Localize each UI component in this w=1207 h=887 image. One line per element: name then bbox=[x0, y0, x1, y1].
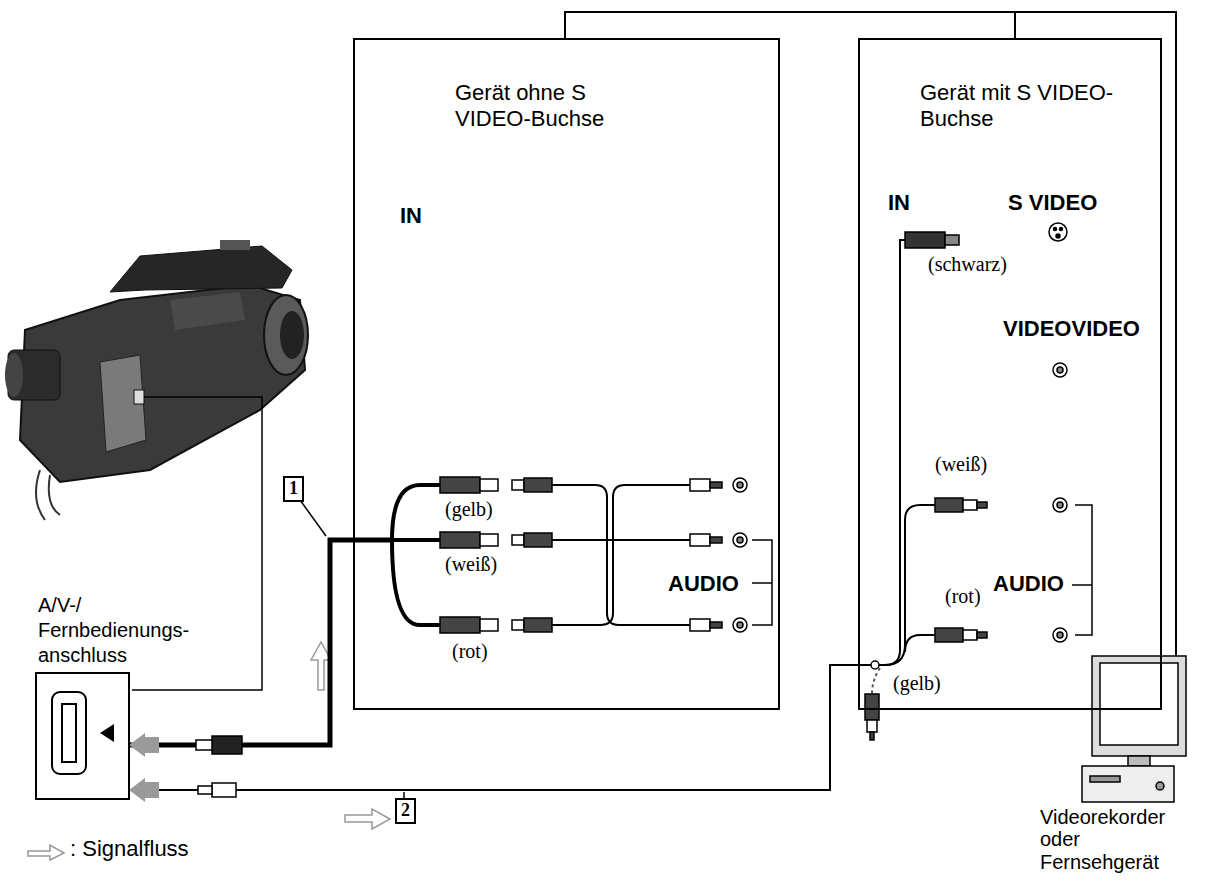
wire-color-label: (gelb) bbox=[893, 672, 941, 695]
wire-color-label: (rot) bbox=[945, 585, 981, 608]
wire-color-label: (gelb) bbox=[445, 498, 493, 521]
callout-number: 2 bbox=[395, 798, 416, 824]
right-cable-wiring bbox=[858, 240, 1092, 694]
tv-and-vcr bbox=[1082, 656, 1186, 802]
wire-color-label: (weiß) bbox=[935, 453, 987, 476]
device-label: Videorekorder oder Fernsehgerät bbox=[1040, 806, 1190, 873]
frame-line bbox=[565, 12, 1176, 656]
legend-sample bbox=[26, 838, 66, 862]
plugs-right bbox=[865, 223, 1067, 740]
signal-flow-arrow bbox=[345, 809, 390, 829]
jack-label: AUDIO bbox=[668, 571, 739, 597]
device-box: Gerät mit S VIDEO-Buchse bbox=[858, 38, 1162, 710]
jack-label: VIDEOVIDEO bbox=[1003, 316, 1140, 342]
callout-leader bbox=[300, 500, 326, 536]
jack-label: S VIDEO bbox=[1008, 190, 1097, 216]
jack-label: AUDIO bbox=[993, 571, 1064, 597]
callout-number: 1 bbox=[283, 476, 304, 502]
jack-label: IN bbox=[400, 203, 422, 229]
wire-color-label: (weiß) bbox=[445, 553, 497, 576]
port-inset: A/V-/ Fernbedienungs- anschluss bbox=[35, 672, 130, 800]
box-heading: A/V-/ Fernbedienungs- anschluss bbox=[38, 593, 203, 668]
device-box: Gerät ohne S VIDEO-Buchse bbox=[353, 38, 780, 710]
box-heading: Gerät mit S VIDEO-Buchse bbox=[920, 80, 1120, 133]
leader-line bbox=[132, 397, 262, 690]
jack-label: IN bbox=[888, 190, 910, 216]
legend-text: : Signalfluss bbox=[70, 836, 189, 862]
left-cable-wiring bbox=[353, 485, 772, 625]
av-cable bbox=[130, 665, 858, 790]
rca-plugs-left bbox=[440, 477, 747, 633]
av-port-symbol bbox=[52, 692, 114, 774]
wire-color-label: (rot) bbox=[452, 640, 488, 663]
box-heading: Gerät ohne S VIDEO-Buchse bbox=[455, 80, 655, 133]
wire-color-label: (schwarz) bbox=[928, 253, 1007, 276]
av-cable bbox=[130, 540, 353, 745]
frame-line bbox=[1014, 12, 1016, 38]
